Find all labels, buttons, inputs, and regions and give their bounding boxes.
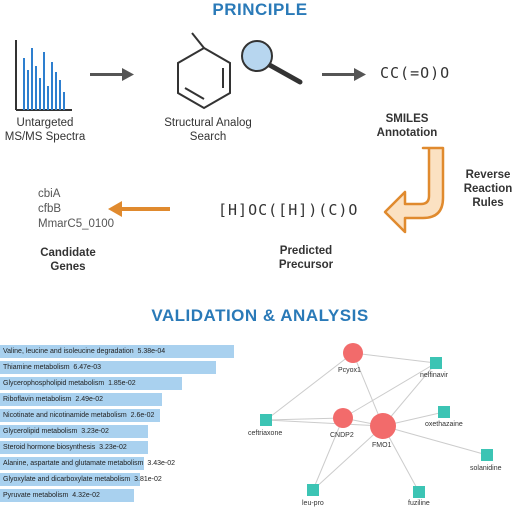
pathway-pvalue: 2.6e-02 xyxy=(130,412,155,419)
pathway-bar: Glyoxylate and dicarboxylate metabolism … xyxy=(0,473,162,486)
predicted-precursor-smiles: [H]OC([H])(C)O xyxy=(218,201,359,219)
pathway-bar: Glycerophospholipid metabolism 1.85e-02 xyxy=(0,377,182,390)
arrow-right-icon xyxy=(90,68,134,81)
candidate-genes-label: Candidate Genes xyxy=(40,247,96,273)
network-node-fmo1 xyxy=(370,413,396,439)
pathway-bar: Nicotinate and nicotinamide metabolism 2… xyxy=(0,409,160,422)
pathway-bar: Alanine, aspartate and glutamate metabol… xyxy=(0,457,175,470)
pathway-pvalue: 3.43e-02 xyxy=(147,460,176,467)
network-node-fuziline xyxy=(413,486,425,498)
network-node-nelfinavir xyxy=(430,357,442,369)
step-spectra-label: Untargeted MS/MS Spectra xyxy=(4,117,86,143)
network-label-leu-pro: leu-pro xyxy=(302,500,324,507)
pathway-pvalue: 3.81e-02 xyxy=(134,476,162,483)
pathway-bar: Thiamine metabolism 6.47e-03 xyxy=(0,361,216,374)
network-node-pcyox1 xyxy=(343,343,363,363)
molecule-icon xyxy=(177,32,231,110)
pathway-pvalue: 6.47e-03 xyxy=(73,364,102,371)
pathway-pvalue: 5.38e-04 xyxy=(137,348,166,355)
pathway-pvalue: 2.49e-02 xyxy=(75,396,104,403)
validation-title: VALIDATION & ANALYSIS xyxy=(151,306,369,325)
pathway-name: Thiamine metabolism xyxy=(3,364,70,371)
pathway-bar: Steroid hormone biosynthesis 3.23e-02 xyxy=(0,441,148,454)
magnifier-icon xyxy=(241,40,303,85)
pathway-pvalue: 3.23e-02 xyxy=(99,444,127,451)
pathway-pvalue: 1.85e-02 xyxy=(108,380,136,387)
pathway-name: Riboflavin metabolism xyxy=(3,396,72,403)
network-node-cndp2 xyxy=(333,408,353,428)
step-reverse-rules-label: Reverse Reaction Rules xyxy=(463,169,513,209)
reverse-reaction-arrow-icon xyxy=(383,146,445,234)
pathway-name: Glycerophospholipid metabolism xyxy=(3,380,105,387)
pathway-pvalue: 4.32e-02 xyxy=(72,492,100,499)
step-analog-search-label: Structural Analog Search xyxy=(164,117,252,143)
pathway-pvalue: 3.23e-02 xyxy=(81,428,109,435)
network-label-ceftriaxone: ceftriaxone xyxy=(248,430,283,437)
arrow-right-icon xyxy=(322,68,366,81)
pathway-bar: Valine, leucine and isoleucine degradati… xyxy=(0,345,234,358)
pathway-name: Glyoxylate and dicarboxylate metabolism xyxy=(3,476,131,483)
pathway-name: Glycerolipid metabolism xyxy=(3,428,78,435)
network-node-ceftriaxone xyxy=(260,414,272,426)
network-label-oxethazaine: oxethazaine xyxy=(425,421,463,428)
network-label-pcyox1: Pcyox1 xyxy=(338,367,361,374)
smiles-annotation: CC(=O)O xyxy=(380,64,451,82)
principle-title: PRINCIPLE xyxy=(212,0,308,19)
network-node-oxethazaine xyxy=(438,406,450,418)
pathway-name: Valine, leucine and isoleucine degradati… xyxy=(3,348,134,355)
network-node-solanidine xyxy=(481,449,493,461)
spectra-icon xyxy=(15,40,72,111)
network-label-fmo1: FMO1 xyxy=(372,442,392,449)
network-label-nelfinavir: nelfinavir xyxy=(420,372,449,379)
candidate-gene-list: cbiA cfbB MmarC5_0100 xyxy=(38,187,114,232)
pathway-name: Nicotinate and nicotinamide metabolism xyxy=(3,412,127,419)
candidate-gene: cfbB xyxy=(38,203,62,215)
candidate-gene: cbiA xyxy=(38,188,61,200)
pathway-bar: Riboflavin metabolism 2.49e-02 xyxy=(0,393,162,406)
network-label-cndp2: CNDP2 xyxy=(330,432,354,439)
pathway-bar: Pyruvate metabolism 4.32e-02 xyxy=(0,489,134,502)
network-edges xyxy=(265,352,488,493)
pathway-name: Alanine, aspartate and glutamate metabol… xyxy=(3,460,144,467)
pathway-bar: Glycerolipid metabolism 3.23e-02 xyxy=(0,425,148,438)
network-label-solanidine: solanidine xyxy=(470,465,502,472)
step-predicted-precursor-label: Predicted Precursor xyxy=(278,245,334,271)
pathway-bar-chart: Valine, leucine and isoleucine degradati… xyxy=(0,345,240,510)
network-label-fuziline: fuziline xyxy=(408,500,430,507)
pathway-name: Steroid hormone biosynthesis xyxy=(3,444,96,451)
pathway-name: Pyruvate metabolism xyxy=(3,492,69,499)
step-smiles-label: SMILES Annotation xyxy=(376,113,438,139)
candidate-gene: MmarC5_0100 xyxy=(38,218,115,230)
arrow-left-icon xyxy=(108,201,170,217)
network-node-leu-pro xyxy=(307,484,319,496)
